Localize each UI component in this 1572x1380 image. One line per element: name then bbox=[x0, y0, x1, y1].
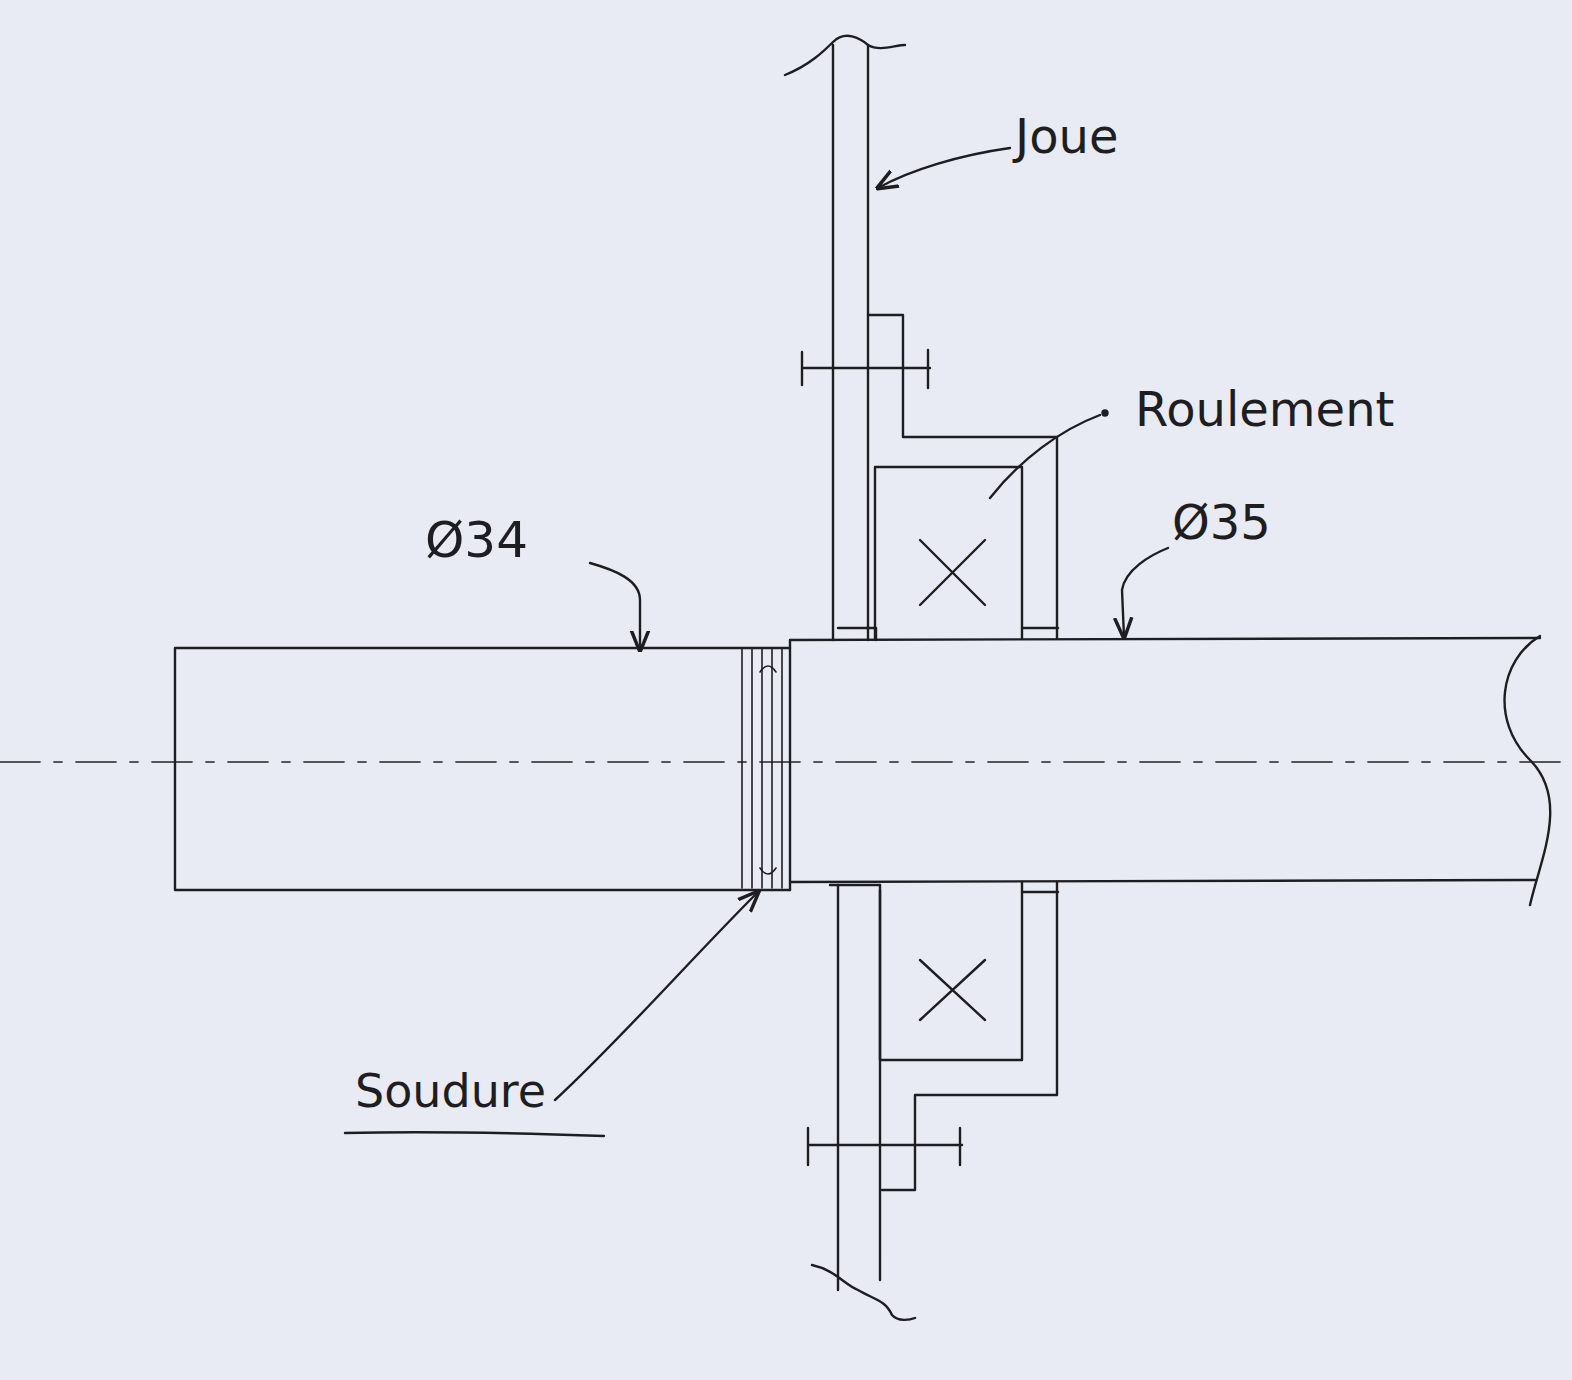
underline bbox=[345, 1132, 604, 1136]
leader-line bbox=[990, 415, 1100, 498]
shaft-large bbox=[790, 638, 1540, 890]
break-line bbox=[1505, 636, 1551, 905]
bearing-housing bbox=[868, 315, 1057, 638]
spacer bbox=[1022, 891, 1058, 893]
dimension: Ø34 bbox=[425, 515, 528, 565]
bearing bbox=[875, 467, 1022, 638]
spacer bbox=[838, 627, 876, 629]
center-line bbox=[0, 761, 1572, 763]
part-name: Joue bbox=[1015, 112, 1118, 160]
leader-line bbox=[590, 563, 640, 650]
cheek-plate bbox=[785, 36, 905, 640]
bolt bbox=[808, 1128, 962, 1165]
leader-line bbox=[555, 892, 758, 1100]
weld-hatch bbox=[742, 648, 782, 888]
bearing bbox=[880, 882, 1022, 1060]
leader-line bbox=[878, 148, 1010, 188]
part-name: Soudure bbox=[355, 1068, 546, 1114]
leader-line bbox=[1122, 548, 1168, 637]
cheek-plate bbox=[812, 885, 915, 1320]
shaft-small bbox=[175, 648, 790, 890]
spacer bbox=[1022, 627, 1058, 629]
bearing-cross bbox=[920, 960, 985, 1020]
bolt bbox=[802, 350, 930, 388]
part-name: Roulement bbox=[1135, 385, 1394, 433]
bearing-cross bbox=[920, 540, 985, 605]
dimension: Ø35 bbox=[1172, 498, 1271, 546]
